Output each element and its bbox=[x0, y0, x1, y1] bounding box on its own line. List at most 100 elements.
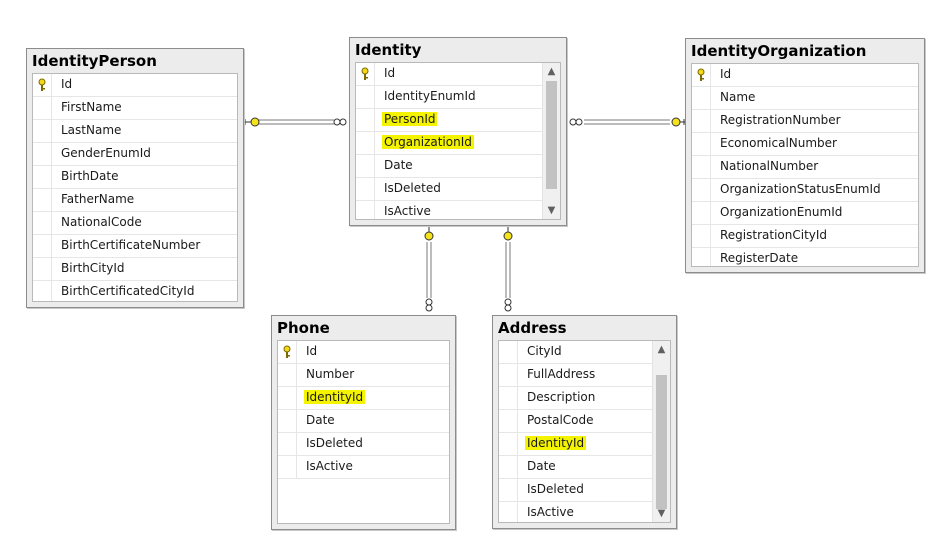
column-name: NationalCode bbox=[61, 215, 142, 229]
column-row[interactable]: NationalCode bbox=[33, 212, 237, 235]
column-row[interactable]: GenderEnumId bbox=[33, 143, 237, 166]
column-name: FatherName bbox=[61, 192, 135, 206]
column-row[interactable]: IsDeleted bbox=[278, 433, 449, 456]
column-name: IsActive bbox=[527, 505, 574, 519]
column-row[interactable]: BirthDate bbox=[33, 166, 237, 189]
scrollbar-thumb[interactable] bbox=[546, 81, 557, 189]
column-row[interactable]: EconomicalNumber bbox=[692, 133, 918, 156]
column-row[interactable]: Number bbox=[278, 364, 449, 387]
column-row[interactable]: Date bbox=[499, 456, 653, 479]
column-row[interactable]: PostalCode bbox=[499, 410, 653, 433]
key-icon bbox=[243, 117, 260, 127]
column-name: Date bbox=[306, 413, 335, 427]
column-row[interactable]: IsActive bbox=[278, 456, 449, 479]
key-icon bbox=[38, 78, 46, 91]
column-row[interactable]: NationalNumber bbox=[692, 156, 918, 179]
column-name: IsDeleted bbox=[306, 436, 363, 450]
infinity-icon bbox=[569, 118, 583, 126]
column-name: Id bbox=[61, 77, 73, 91]
column-name: FullAddress bbox=[527, 367, 596, 381]
table-title: Identity bbox=[355, 41, 422, 59]
table-title: IdentityOrganization bbox=[691, 42, 867, 60]
table-title: Address bbox=[498, 319, 567, 337]
column-name: RegistrationNumber bbox=[720, 113, 841, 127]
column-name: NationalNumber bbox=[720, 159, 819, 173]
relationship-identity-phone bbox=[426, 242, 432, 298]
column-name: Id bbox=[306, 344, 318, 358]
table-address[interactable]: Address CityId FullAddress Description P… bbox=[492, 315, 677, 529]
column-row[interactable]: IsActive bbox=[499, 502, 653, 522]
key-icon bbox=[503, 226, 513, 241]
column-row[interactable]: BirthCertificateNumber bbox=[33, 235, 237, 258]
scrollbar-thumb[interactable] bbox=[656, 375, 667, 509]
column-name: GenderEnumId bbox=[61, 146, 151, 160]
column-name: LastName bbox=[61, 123, 122, 137]
column-name: OrganizationEnumId bbox=[720, 205, 843, 219]
column-list: Id Name RegistrationNumber EconomicalNum… bbox=[691, 63, 919, 267]
table-identity-organization[interactable]: IdentityOrganization Id Name Registratio… bbox=[685, 38, 925, 273]
column-row[interactable]: Date bbox=[278, 410, 449, 433]
column-name: BirthCityId bbox=[61, 261, 125, 275]
scroll-down-arrow-icon[interactable]: ▼ bbox=[657, 508, 666, 519]
vertical-scrollbar[interactable]: ▲ ▼ bbox=[652, 341, 670, 522]
column-row[interactable]: Id bbox=[278, 341, 449, 364]
column-row[interactable]: IdentityId bbox=[278, 387, 449, 410]
column-name: RegisterDate bbox=[720, 251, 799, 265]
column-name: Id bbox=[384, 66, 396, 80]
column-name: RegistrationCityId bbox=[720, 228, 828, 242]
column-name: BirthCertificatedCityId bbox=[61, 284, 195, 298]
column-row[interactable]: OrganizationId bbox=[356, 132, 543, 155]
column-row[interactable]: Name bbox=[692, 87, 918, 110]
column-row[interactable]: Id bbox=[356, 63, 543, 86]
column-name: Name bbox=[720, 90, 756, 104]
column-name: BirthCertificateNumber bbox=[61, 238, 201, 252]
column-row[interactable]: BirthCityId bbox=[33, 258, 237, 281]
column-row[interactable]: OrganizationEnumId bbox=[692, 202, 918, 225]
column-name: IsActive bbox=[306, 459, 353, 473]
relationship-identity-address bbox=[505, 242, 511, 298]
column-name: OrganizationStatusEnumId bbox=[720, 182, 881, 196]
column-row[interactable]: PersonId bbox=[356, 109, 543, 132]
column-row[interactable]: Id bbox=[33, 74, 237, 97]
column-row[interactable]: IdentityId bbox=[499, 433, 653, 456]
column-row[interactable]: RegistrationCityId bbox=[692, 225, 918, 248]
infinity-icon bbox=[425, 298, 433, 312]
key-icon bbox=[283, 345, 291, 358]
key-icon bbox=[697, 68, 705, 81]
column-row[interactable]: OrganizationStatusEnumId bbox=[692, 179, 918, 202]
column-name: IsActive bbox=[384, 204, 431, 218]
column-row[interactable]: RegisterDate bbox=[692, 248, 918, 266]
vertical-scrollbar[interactable]: ▲ ▼ bbox=[542, 63, 560, 219]
column-row[interactable]: FullAddress bbox=[499, 364, 653, 387]
key-icon bbox=[671, 117, 686, 127]
column-name: IdentityId bbox=[525, 436, 587, 450]
column-row[interactable]: LastName bbox=[33, 120, 237, 143]
column-row[interactable]: BirthCertificatedCityId bbox=[33, 281, 237, 301]
column-row[interactable]: IsDeleted bbox=[499, 479, 653, 502]
column-name: PersonId bbox=[382, 112, 438, 126]
column-name: BirthDate bbox=[61, 169, 119, 183]
column-row[interactable]: IsActive bbox=[356, 201, 543, 219]
column-name: IsDeleted bbox=[384, 181, 441, 195]
column-name: FirstName bbox=[61, 100, 122, 114]
scroll-up-arrow-icon[interactable]: ▲ bbox=[657, 344, 666, 355]
column-name: PostalCode bbox=[527, 413, 594, 427]
column-row[interactable]: FirstName bbox=[33, 97, 237, 120]
column-row[interactable]: IsDeleted bbox=[356, 178, 543, 201]
column-row[interactable]: Date bbox=[356, 155, 543, 178]
column-row[interactable]: Description bbox=[499, 387, 653, 410]
column-row[interactable]: IdentityEnumId bbox=[356, 86, 543, 109]
column-row[interactable]: CityId bbox=[499, 341, 653, 364]
table-phone[interactable]: Phone Id Number IdentityId Date IsDelete… bbox=[271, 315, 456, 530]
table-identity[interactable]: Identity Id IdentityEnumId PersonId Orga… bbox=[349, 37, 567, 226]
infinity-icon bbox=[504, 298, 512, 312]
column-row[interactable]: FatherName bbox=[33, 189, 237, 212]
scroll-down-arrow-icon[interactable]: ▼ bbox=[547, 205, 556, 216]
column-row[interactable]: Id bbox=[692, 64, 918, 87]
table-title: Phone bbox=[277, 319, 330, 337]
table-identity-person[interactable]: IdentityPerson Id FirstName LastName Gen… bbox=[26, 48, 244, 308]
column-list: CityId FullAddress Description PostalCod… bbox=[498, 340, 671, 523]
scroll-up-arrow-icon[interactable]: ▲ bbox=[547, 66, 556, 77]
column-row[interactable]: RegistrationNumber bbox=[692, 110, 918, 133]
